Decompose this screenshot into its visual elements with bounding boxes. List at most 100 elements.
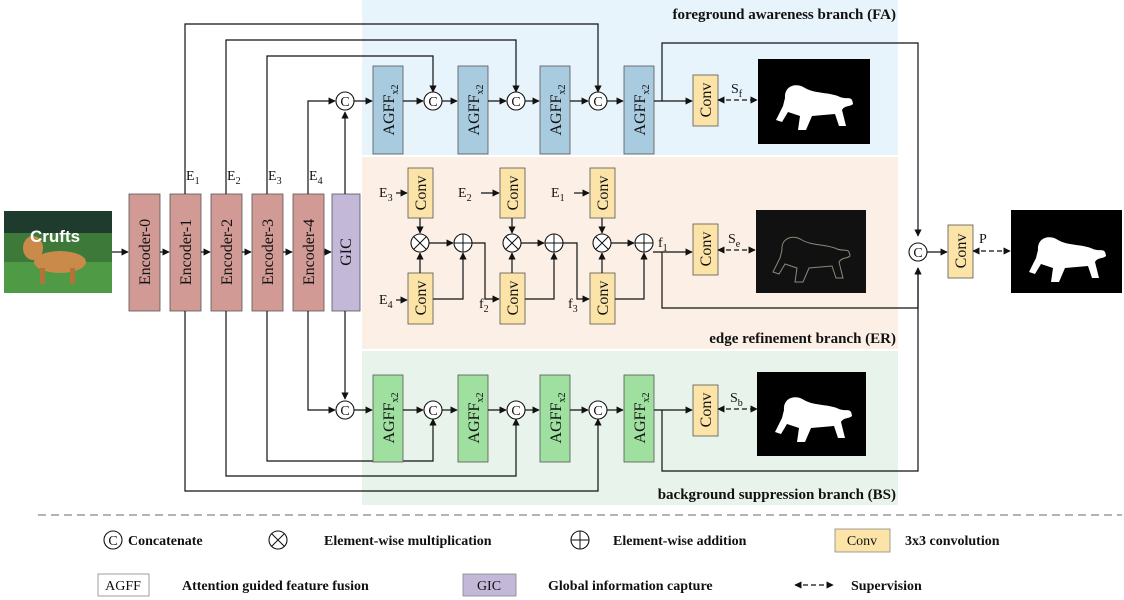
gic-label: GIC xyxy=(338,238,355,266)
e1-label: E1 xyxy=(186,169,200,187)
svg-text:Conv: Conv xyxy=(595,281,612,316)
conv-er-e1: Conv xyxy=(589,167,616,219)
legend-addition: Element-wise addition xyxy=(613,534,747,549)
e4-label: E4 xyxy=(309,169,323,187)
fa-mask-image xyxy=(758,59,870,144)
encoder-0-label: Encoder-0 xyxy=(137,219,154,285)
er-branch-title: edge refinement branch (ER) xyxy=(709,331,896,347)
skip-connections-bottom xyxy=(184,311,602,492)
encoder-4-label: Encoder-4 xyxy=(301,219,318,285)
svg-text:AGFFx2: AGFFx2 xyxy=(381,393,401,444)
legend-gic-box xyxy=(462,573,517,597)
svg-text:AGFFx2: AGFFx2 xyxy=(632,393,652,444)
legend-agff-desc: Attention guided feature fusion xyxy=(182,579,369,594)
e3-label: E3 xyxy=(268,169,282,187)
legend-conv-box xyxy=(834,528,891,553)
agff-fa-4: AGFFx2 xyxy=(623,65,655,155)
legend-concatenate: Concatenate xyxy=(128,534,203,549)
svg-text:AGFFx2: AGFFx2 xyxy=(548,393,568,444)
final-output-image xyxy=(1011,210,1122,293)
svg-text:C: C xyxy=(511,95,520,110)
svg-text:f3: f3 xyxy=(568,297,578,315)
svg-text:AGFF: AGFF xyxy=(105,579,141,594)
svg-text:Conv: Conv xyxy=(847,534,877,549)
encoder-4: Encoder-4 xyxy=(292,193,325,312)
encoder-3: Encoder-3 xyxy=(251,193,284,312)
p-label: P xyxy=(979,232,987,247)
svg-text:C: C xyxy=(593,95,602,110)
encoder-3-label: Encoder-3 xyxy=(260,219,277,285)
input-image: Crufts xyxy=(4,211,112,293)
input-image-text: Crufts xyxy=(30,227,80,246)
svg-text:C: C xyxy=(428,95,437,110)
svg-text:AGFFx2: AGFFx2 xyxy=(632,85,652,136)
conv-fa: Conv xyxy=(692,74,719,127)
agff-bs-1: AGFFx2 xyxy=(372,374,404,463)
encoder-0: Encoder-0 xyxy=(128,193,161,312)
conv-er-e4: Conv xyxy=(407,272,434,325)
svg-text:Conv: Conv xyxy=(595,176,612,211)
svg-text:f1: f1 xyxy=(658,236,668,254)
conv-er-f3: Conv xyxy=(589,272,616,325)
concat-symbol: C xyxy=(340,95,349,110)
svg-text:Conv: Conv xyxy=(953,234,970,269)
svg-text:E4: E4 xyxy=(379,293,393,311)
conv-bs: Conv xyxy=(692,384,719,437)
svg-text:E2: E2 xyxy=(458,186,472,204)
er-edge-image xyxy=(756,210,866,293)
svg-text:C: C xyxy=(428,404,437,419)
svg-text:E1: E1 xyxy=(551,186,565,204)
svg-text:Conv: Conv xyxy=(698,232,715,267)
svg-text:AGFFx2: AGFFx2 xyxy=(548,85,568,136)
svg-text:Conv: Conv xyxy=(413,281,430,316)
svg-text:C: C xyxy=(108,534,117,549)
conv-er-out: Conv xyxy=(692,223,719,276)
legend-multiplication: Element-wise multiplication xyxy=(324,534,492,549)
conv-er-e3: Conv xyxy=(407,167,434,219)
fa-branch-title: foreground awareness branch (FA) xyxy=(673,7,896,23)
skip-connections-top xyxy=(184,23,602,194)
svg-text:C: C xyxy=(593,404,602,419)
final-fusion: C Conv P xyxy=(908,210,1122,293)
svg-text:f2: f2 xyxy=(479,297,489,315)
er-branch: E3 Conv E4 Conv f2 E2 Conv Conv xyxy=(379,167,922,325)
svg-text:E3: E3 xyxy=(379,186,393,204)
svg-text:GIC: GIC xyxy=(477,579,501,594)
gic-block: GIC xyxy=(331,193,361,312)
svg-text:C: C xyxy=(511,404,520,419)
conv-er-e2: Conv xyxy=(499,167,526,219)
svg-text:Conv: Conv xyxy=(505,281,522,316)
legend-supervision: Supervision xyxy=(851,579,922,594)
agff-fa-1: AGFFx2 xyxy=(372,65,404,155)
legend-conv-desc: 3x3 convolution xyxy=(905,534,1000,549)
bs-mask-image xyxy=(757,372,866,456)
fa-branch: C AGFFx2 C AGFFx2 C AGFFx2 C AGFFx2 xyxy=(335,42,922,237)
svg-text:AGFFx2: AGFFx2 xyxy=(466,393,486,444)
bs-branch: C AGFFx2 C AGFFx2 C AGFFx2 C AGFFx2 xyxy=(335,267,922,472)
svg-text:Conv: Conv xyxy=(505,176,522,211)
agff-bs-2: AGFFx2 xyxy=(457,374,489,463)
svg-text:C: C xyxy=(340,404,349,419)
sb-label: Sb xyxy=(730,391,743,409)
se-label: Se xyxy=(728,232,741,250)
svg-text:AGFFx2: AGFFx2 xyxy=(466,85,486,136)
encoder-1-label: Encoder-1 xyxy=(178,219,195,285)
conv-er-f2: Conv xyxy=(499,272,526,325)
encoder-2: Encoder-2 xyxy=(210,193,243,312)
legend-agff-box xyxy=(97,573,150,597)
conv-final: Conv xyxy=(947,224,974,279)
sf-label: Sf xyxy=(731,82,743,100)
encoder-1: Encoder-1 xyxy=(169,193,202,312)
legend: C Concatenate Element-wise multiplicatio… xyxy=(97,528,1000,597)
legend-gic-desc: Global information capture xyxy=(548,579,713,594)
encoder-2-label: Encoder-2 xyxy=(219,219,236,285)
agff-bs-3: AGFFx2 xyxy=(539,374,571,463)
svg-text:Conv: Conv xyxy=(698,393,715,428)
svg-text:C: C xyxy=(913,246,922,261)
svg-text:Conv: Conv xyxy=(413,176,430,211)
bs-branch-title: background suppression branch (BS) xyxy=(658,487,896,503)
e2-label: E2 xyxy=(227,169,241,187)
agff-fa-3: AGFFx2 xyxy=(539,65,571,155)
agff-fa-2: AGFFx2 xyxy=(457,65,489,155)
